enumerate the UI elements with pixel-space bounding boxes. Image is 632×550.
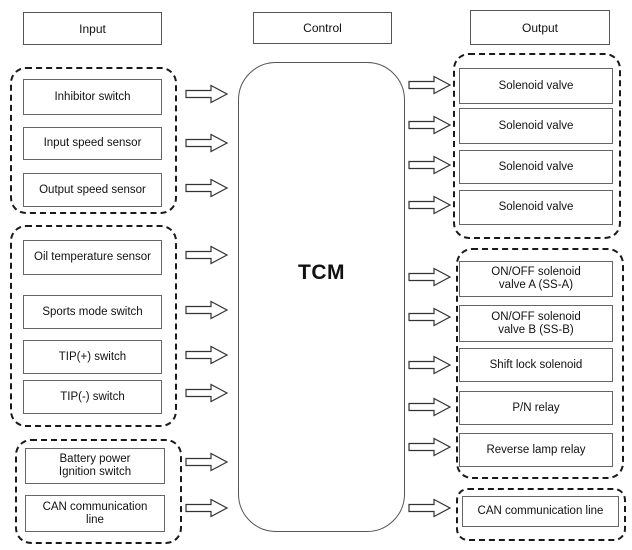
flow-arrow-icon bbox=[185, 498, 229, 518]
output-header-label: Output bbox=[521, 20, 559, 35]
box-label: Solenoid valve bbox=[498, 201, 574, 213]
flow-arrow-icon bbox=[185, 345, 229, 365]
box-pn-relay: P/N relay bbox=[459, 391, 613, 425]
flow-arrow-icon bbox=[185, 133, 229, 153]
box-sports-mode-switch: Sports mode switch bbox=[23, 295, 162, 329]
input-group-1 bbox=[10, 67, 177, 214]
box-label: ON/OFF solenoid valve B (SS-B) bbox=[491, 310, 581, 336]
control-column-header: Control bbox=[253, 12, 392, 44]
box-battery-power-ignition-switch: Battery power Ignition switch bbox=[25, 448, 165, 484]
flow-arrow-icon bbox=[185, 452, 229, 472]
box-solenoid-valve-3: Solenoid valve bbox=[459, 150, 613, 184]
box-solenoid-valve-2: Solenoid valve bbox=[459, 108, 613, 144]
box-oil-temperature-sensor: Oil temperature sensor bbox=[23, 240, 162, 275]
box-reverse-lamp-relay: Reverse lamp relay bbox=[459, 433, 613, 467]
tcm-box: TCM bbox=[238, 62, 405, 532]
flow-arrow-icon bbox=[185, 84, 229, 104]
box-label: Output speed sensor bbox=[39, 183, 146, 196]
box-input-speed-sensor: Input speed sensor bbox=[23, 127, 162, 160]
box-label: Solenoid valve bbox=[498, 119, 574, 132]
output-group-2 bbox=[456, 248, 624, 479]
box-label: TIP(+) switch bbox=[58, 350, 127, 363]
input-group-2 bbox=[10, 225, 177, 427]
box-onoff-solenoid-valve-a: ON/OFF solenoid valve A (SS-A) bbox=[459, 261, 613, 297]
flow-arrow-icon bbox=[408, 437, 452, 457]
flow-arrow-icon bbox=[408, 498, 452, 518]
box-label: Reverse lamp relay bbox=[486, 443, 586, 456]
flow-arrow-icon bbox=[408, 155, 452, 175]
flow-arrow-icon bbox=[408, 355, 452, 375]
box-label: ON/OFF solenoid valve A (SS-A) bbox=[491, 266, 581, 291]
flow-arrow-icon bbox=[185, 383, 229, 403]
flow-arrow-icon bbox=[185, 245, 229, 265]
input-header-label: Input bbox=[79, 21, 106, 36]
output-group-3 bbox=[456, 488, 626, 541]
tcm-label: TCM bbox=[298, 261, 345, 284]
box-label: CAN communication line bbox=[42, 500, 148, 526]
box-label: Input speed sensor bbox=[43, 137, 142, 149]
box-label: Solenoid valve bbox=[498, 160, 574, 173]
flow-arrow-icon bbox=[408, 397, 452, 417]
input-column-header: Input bbox=[23, 12, 162, 45]
box-label: Shift lock solenoid bbox=[489, 358, 583, 371]
box-label: TIP(-) switch bbox=[60, 390, 125, 403]
box-onoff-solenoid-valve-b: ON/OFF solenoid valve B (SS-B) bbox=[459, 305, 613, 342]
box-label: Inhibitor switch bbox=[54, 90, 131, 103]
flow-arrow-icon bbox=[408, 195, 452, 215]
output-group-1 bbox=[453, 53, 621, 239]
control-header-label: Control bbox=[303, 21, 342, 35]
box-tip-minus-switch: TIP(-) switch bbox=[23, 380, 162, 414]
output-column-header: Output bbox=[470, 10, 610, 45]
box-can-communication-line-output: CAN communication line bbox=[462, 496, 619, 527]
box-label: Sports mode switch bbox=[42, 305, 143, 318]
box-output-speed-sensor: Output speed sensor bbox=[23, 173, 162, 207]
flow-arrow-icon bbox=[185, 178, 229, 198]
flow-arrow-icon bbox=[408, 115, 452, 135]
box-label: P/N relay bbox=[512, 401, 560, 414]
flow-arrow-icon bbox=[408, 307, 452, 327]
box-label: Oil temperature sensor bbox=[34, 251, 151, 263]
box-inhibitor-switch: Inhibitor switch bbox=[23, 79, 162, 115]
box-solenoid-valve-1: Solenoid valve bbox=[459, 68, 613, 104]
input-group-3 bbox=[15, 439, 182, 544]
box-tip-plus-switch: TIP(+) switch bbox=[23, 340, 162, 374]
box-shift-lock-solenoid: Shift lock solenoid bbox=[459, 348, 613, 382]
flow-arrow-icon bbox=[408, 75, 452, 95]
flow-arrow-icon bbox=[408, 267, 452, 287]
flow-arrow-icon bbox=[185, 300, 229, 320]
box-label: CAN communication line bbox=[477, 505, 604, 517]
box-label: Battery power Ignition switch bbox=[58, 453, 132, 478]
box-solenoid-valve-4: Solenoid valve bbox=[459, 190, 613, 225]
box-label: Solenoid valve bbox=[498, 79, 574, 92]
box-can-communication-line-input: CAN communication line bbox=[25, 495, 165, 532]
